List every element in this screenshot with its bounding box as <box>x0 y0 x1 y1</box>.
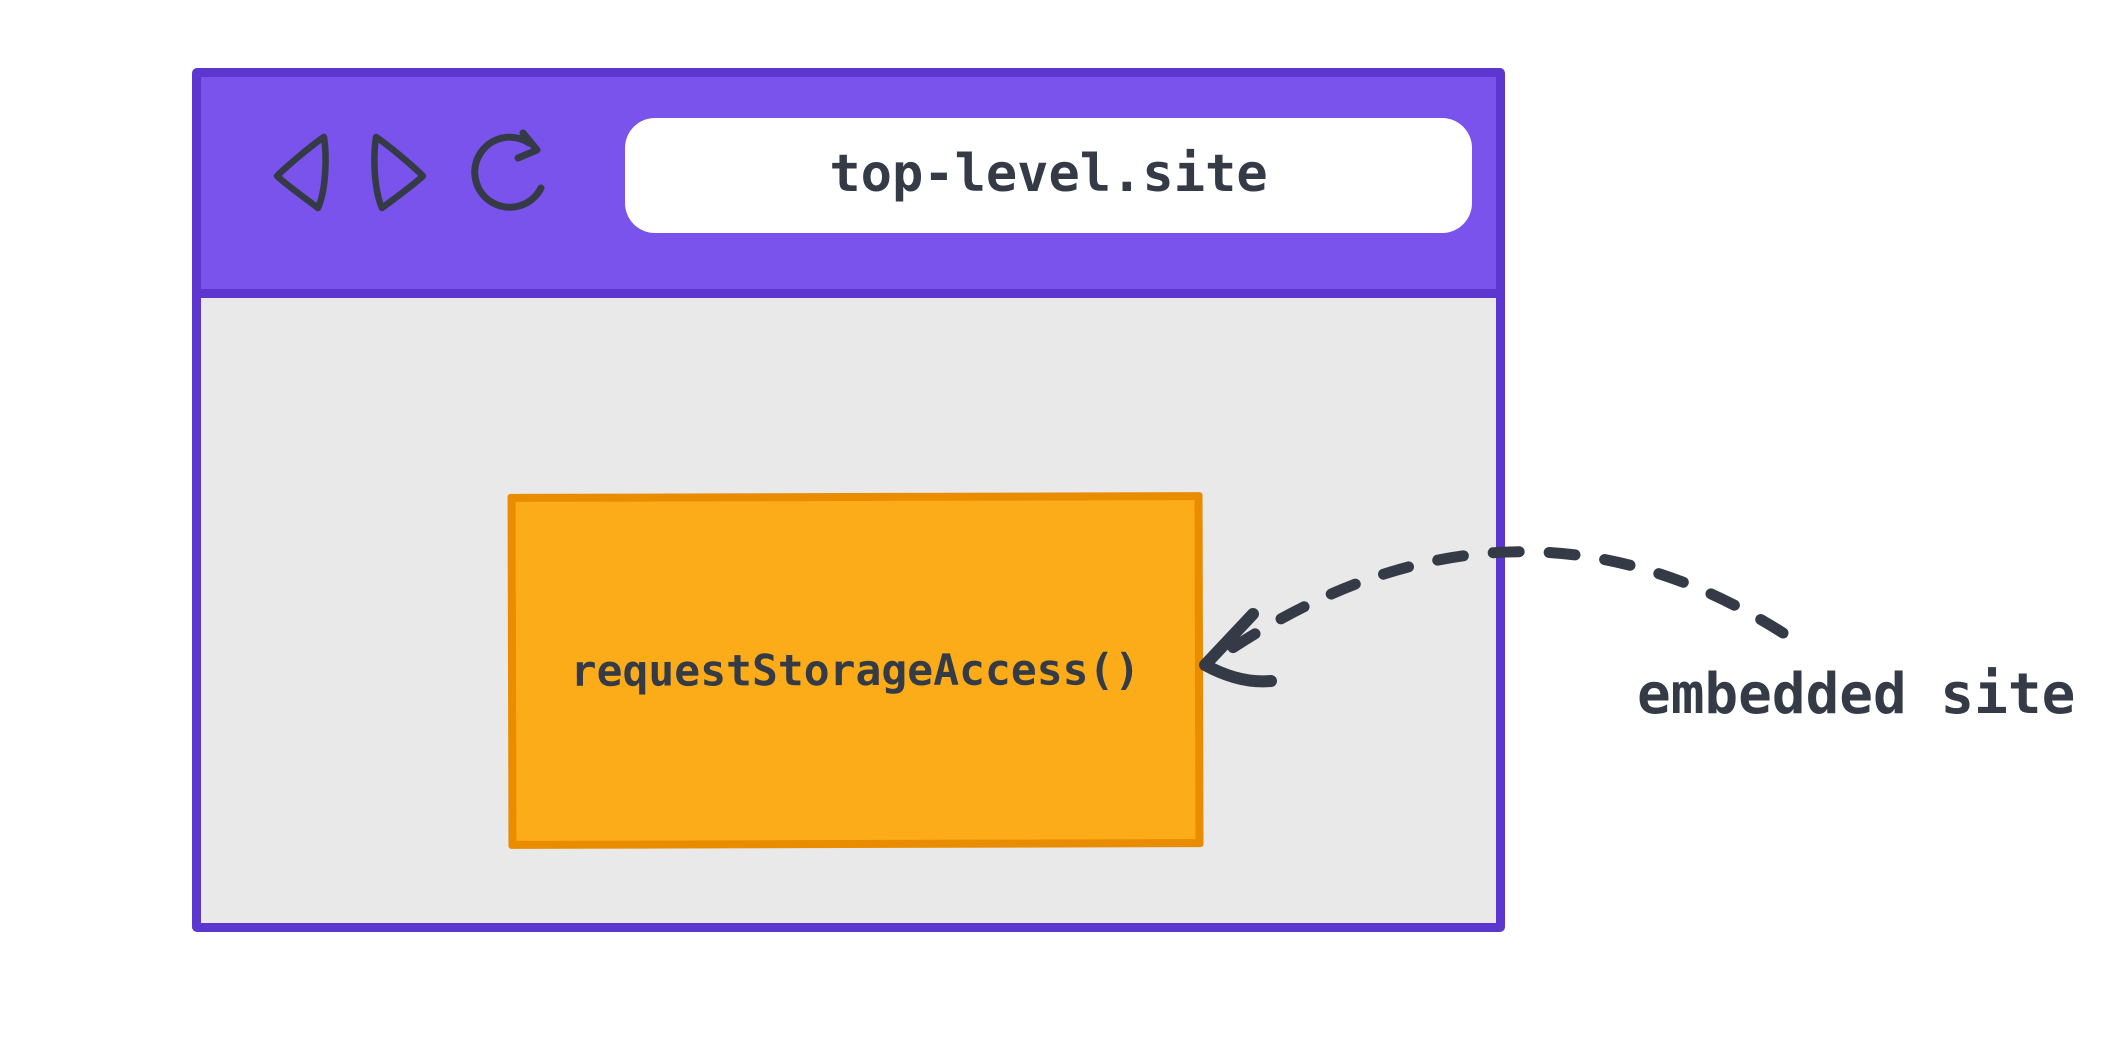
embedded-iframe-box: requestStorageAccess() <box>507 492 1204 849</box>
url-text: top-level.site <box>829 143 1268 204</box>
back-icon <box>271 130 331 215</box>
embedded-site-label: embedded site <box>1637 662 2076 727</box>
browser-window: top-level.site requestStorageAccess() <box>192 68 1505 932</box>
forward-icon <box>369 130 429 215</box>
browser-content: requestStorageAccess() <box>201 298 1496 923</box>
url-bar: top-level.site <box>625 118 1472 233</box>
browser-header: top-level.site <box>201 77 1496 298</box>
request-storage-access-label: requestStorageAccess() <box>570 644 1141 697</box>
browser-nav-icons <box>271 127 557 217</box>
refresh-icon <box>467 127 557 217</box>
